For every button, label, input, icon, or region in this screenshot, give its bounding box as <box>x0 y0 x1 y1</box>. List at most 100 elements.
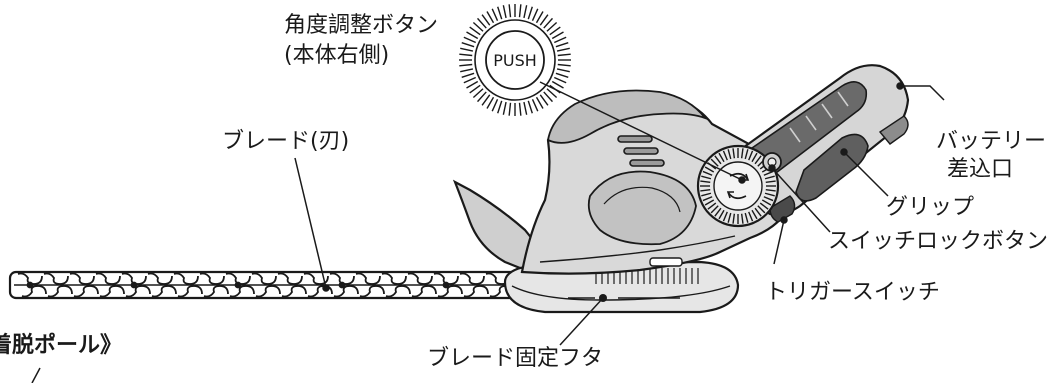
blade-tooth <box>381 272 407 285</box>
dial-tick <box>744 149 749 160</box>
push-ring-tick <box>461 42 475 48</box>
push-ring-tick <box>502 101 507 115</box>
push-ring-tick <box>508 102 512 116</box>
push-ring-tick <box>491 98 499 112</box>
dial-tick <box>763 170 774 176</box>
push-ring-tick <box>539 94 549 106</box>
handle <box>735 64 910 223</box>
blade-tooth <box>459 272 485 285</box>
push-ring-tick <box>491 8 499 22</box>
push-ring-tick <box>486 11 495 24</box>
push-ring-tick <box>469 26 481 36</box>
blade-tooth <box>95 272 121 285</box>
push-ring-tick <box>543 17 553 29</box>
dial-tick <box>748 150 754 161</box>
push-ring-tick <box>472 22 484 32</box>
dial-tick <box>710 205 719 214</box>
leader-lines <box>31 81 945 383</box>
blade <box>8 270 522 300</box>
battery-socket-label-line1: バッテリー <box>936 129 1047 154</box>
blade-tooth <box>407 272 433 285</box>
push-ring-tick <box>543 91 553 103</box>
blade-tooth <box>177 285 203 298</box>
dial-tick <box>764 175 775 180</box>
push-ring-tick <box>553 76 567 84</box>
blade-tooth <box>333 285 359 298</box>
dial-tick <box>764 192 775 197</box>
push-ring-tick <box>477 91 487 103</box>
blade-tooth <box>255 285 281 298</box>
blade-teeth <box>17 272 515 298</box>
push-ring-tick <box>469 84 481 94</box>
blade-tooth <box>251 272 277 285</box>
push-ring-tick <box>460 68 474 73</box>
angle-button-label-line1: 角度調整ボタン <box>284 13 439 38</box>
push-ring-tick <box>466 31 479 40</box>
dial-tick <box>722 150 728 161</box>
dial-tick <box>765 180 776 184</box>
dial-tick <box>740 213 744 224</box>
dial-tick <box>710 158 719 167</box>
push-ring-tick <box>535 11 544 24</box>
push-ring-tick <box>551 80 564 89</box>
switch-lock-button-label: スイッチロックボタン <box>828 229 1049 254</box>
blade-tooth <box>73 285 99 298</box>
push-ring-tick <box>546 22 558 32</box>
dial-tick <box>754 207 762 217</box>
trigger-switch <box>769 195 796 223</box>
push-ring-tick <box>523 101 528 115</box>
blade-tooth <box>69 272 95 285</box>
blade-tooth <box>203 285 229 298</box>
push-ring-tick <box>556 68 570 73</box>
push-ring-tick <box>459 53 473 57</box>
push-ring-tick <box>531 98 539 112</box>
push-ring-tick <box>527 100 533 114</box>
dial-tick <box>704 166 715 173</box>
dial-tick <box>757 205 766 214</box>
push-ring-tick <box>481 94 491 106</box>
blade-tooth <box>307 285 333 298</box>
dial-tick <box>718 152 725 163</box>
blade-cover-label: ブレード固定フタ <box>427 346 604 371</box>
pole-section-heading: 着脱ポール》 <box>0 333 123 358</box>
blade-tooth <box>47 285 73 298</box>
push-ring-tick <box>555 42 569 48</box>
vent-slots <box>617 135 665 167</box>
blade-tooth <box>463 285 489 298</box>
push-ring-tick <box>463 36 477 44</box>
blade-tooth <box>385 285 411 298</box>
dial-tick <box>748 211 754 222</box>
blade-tooth <box>359 285 385 298</box>
push-ring-tick <box>549 26 561 36</box>
blade-tooth <box>99 285 125 298</box>
angle-button-label-line2: (本体右側) <box>284 43 390 68</box>
dial-tick <box>727 149 732 160</box>
push-ring-tick <box>466 80 479 89</box>
push-ring-tick <box>557 53 571 57</box>
push-ring-tick <box>497 6 503 20</box>
dial-tick <box>740 148 744 159</box>
push-ring-tick <box>527 6 533 20</box>
dial-tick <box>714 155 722 165</box>
dial-tick <box>700 180 711 184</box>
blade-tooth <box>229 285 255 298</box>
push-ring-tick <box>523 5 528 19</box>
push-ring-tick <box>535 96 544 109</box>
dial-tick <box>761 199 772 206</box>
blade-tooth <box>147 272 173 285</box>
dial-tick <box>744 212 749 223</box>
dial-tick <box>702 170 713 176</box>
push-button-icon: PUSH <box>456 1 574 119</box>
dial-ticks <box>700 148 776 224</box>
blade-tooth <box>21 285 47 298</box>
blade-tooth <box>173 272 199 285</box>
push-ring-tick <box>531 8 539 22</box>
push-ring-tick <box>508 4 512 18</box>
push-ring-tick <box>461 72 475 78</box>
dial-tick <box>701 192 712 197</box>
blade-tooth <box>355 272 381 285</box>
push-ring-tick <box>486 96 495 109</box>
push-ring-tick <box>463 76 477 84</box>
push-ring-tick <box>472 88 484 98</box>
